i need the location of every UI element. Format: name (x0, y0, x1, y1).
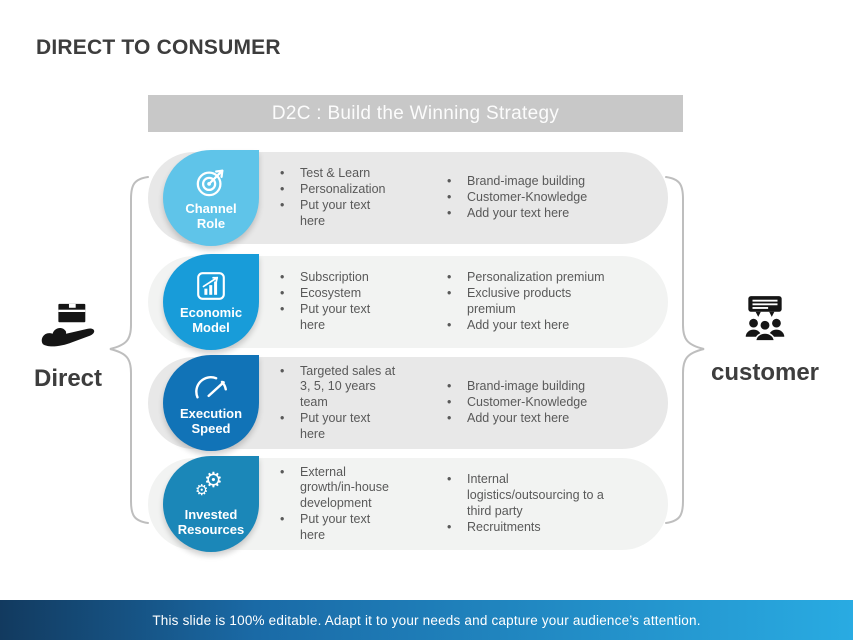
bullet-item: Customer-Knowledge (445, 395, 623, 411)
bullet-list-right: Internal logistics/outsourcing to a thir… (445, 458, 623, 550)
bullet-item: Put your text here (278, 302, 396, 334)
bullet-item: Targeted sales at 3, 5, 10 years team (278, 364, 396, 411)
row-economic-model: Economic Model Subscription Ecosystem Pu… (148, 254, 668, 350)
page-title: DIRECT TO CONSUMER (36, 36, 281, 59)
bullet-list-right: Brand-image building Customer-Knowledge … (445, 152, 623, 244)
bar-chart-icon (196, 269, 226, 303)
bullet-list-right: Brand-image building Customer-Knowledge … (445, 357, 623, 449)
bullet-item: Exclusive products premium (445, 286, 623, 318)
bullet-item: Customer-Knowledge (445, 190, 623, 206)
badge-execution-speed: Execution Speed (163, 355, 259, 451)
strategy-banner-text: D2C : Build the Winning Strategy (271, 102, 560, 124)
bullet-item: Put your text here (278, 512, 396, 544)
right-brace (665, 176, 705, 524)
strategy-banner: D2C : Build the Winning Strategy (148, 95, 683, 132)
bullet-item: Add your text here (445, 206, 623, 222)
row-invested-resources: ⚙ ⚙ Invested Resources External growth/i… (148, 456, 668, 552)
badge-economic-model: Economic Model (163, 254, 259, 350)
bullet-item: Add your text here (445, 411, 623, 427)
bullet-item: Put your text here (278, 411, 396, 443)
target-icon (195, 165, 227, 199)
bullet-item: Subscription (278, 270, 396, 286)
bullet-item: Ecosystem (278, 286, 396, 302)
speedometer-icon (192, 370, 230, 404)
gears-icon: ⚙ ⚙ (195, 468, 223, 499)
bullet-item: Put your text here (278, 198, 396, 230)
badge-label: Economic Model (179, 305, 243, 335)
bullet-list-left: Targeted sales at 3, 5, 10 years team Pu… (278, 357, 396, 449)
bullet-item: Test & Learn (278, 166, 396, 182)
bullet-item: Add your text here (445, 318, 623, 334)
footer-bar: This slide is 100% editable. Adapt it to… (0, 600, 853, 640)
customer-label: customer (710, 359, 820, 386)
bullet-item: Recruitments (445, 520, 623, 536)
bullet-list-right: Personalization premium Exclusive produc… (445, 256, 623, 348)
direct-group: Direct (18, 302, 118, 393)
bullet-item: Personalization (278, 182, 396, 198)
badge-invested-resources: ⚙ ⚙ Invested Resources (163, 456, 259, 552)
hand-box-icon (41, 303, 95, 347)
bullet-item: Brand-image building (445, 174, 623, 190)
bullet-item: Personalization premium (445, 270, 623, 286)
bullet-item: Brand-image building (445, 379, 623, 395)
audience-icon (745, 296, 785, 342)
row-execution-speed: Execution Speed Targeted sales at 3, 5, … (148, 355, 668, 451)
badge-label: Invested Resources (177, 507, 245, 537)
row-channel-role: Channel Role Test & Learn Personalizatio… (148, 150, 668, 246)
footer-text: This slide is 100% editable. Adapt it to… (152, 612, 701, 628)
badge-label: Channel Role (185, 201, 237, 231)
customer-group: customer (700, 296, 830, 387)
left-brace (109, 176, 149, 524)
badge-label: Execution Speed (179, 406, 243, 436)
bullet-list-left: Subscription Ecosystem Put your text her… (278, 256, 396, 348)
direct-label: Direct (33, 365, 103, 392)
bullet-list-left: External growth/in-house development Put… (278, 458, 396, 550)
bullet-item: Internal logistics/outsourcing to a thir… (445, 472, 623, 519)
bullet-item: External growth/in-house development (278, 465, 396, 512)
badge-channel-role: Channel Role (163, 150, 259, 246)
bullet-list-left: Test & Learn Personalization Put your te… (278, 152, 396, 244)
